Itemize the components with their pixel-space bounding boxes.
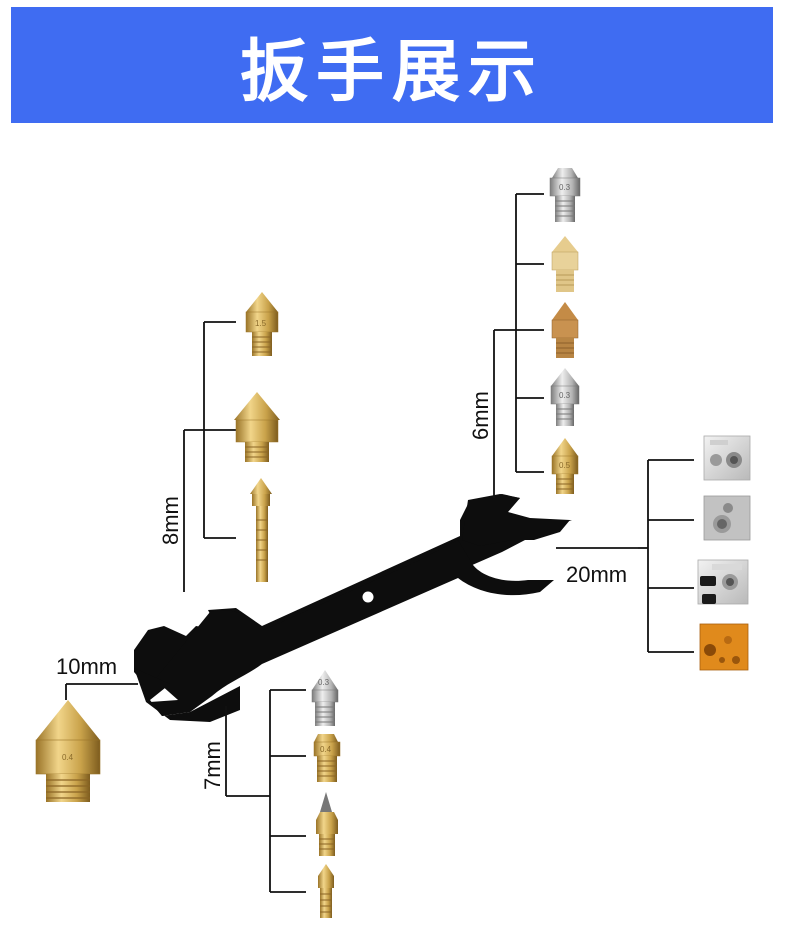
heater-block-icon	[703, 495, 751, 541]
steel-nozzle-icon: 0.3	[311, 670, 339, 726]
wrench-icon	[134, 494, 572, 722]
label-20mm: 20mm	[566, 562, 627, 587]
brass-nozzle-icon	[234, 392, 280, 462]
brass-nozzle-icon: 0.4	[35, 700, 101, 802]
brass-nozzle-icon: 0.5	[551, 438, 579, 494]
group-8mm	[183, 321, 236, 592]
label-6mm: 6mm	[468, 391, 493, 440]
heater-block-icon	[697, 559, 749, 605]
steel-nozzle-icon: 0.3	[549, 168, 581, 222]
nozzle-mark: 0.3	[559, 391, 571, 400]
nozzle-mark: 0.4	[62, 753, 74, 762]
label-8mm: 8mm	[158, 496, 183, 545]
banner-title: 扳手展示	[239, 32, 544, 112]
group-10mm	[65, 683, 138, 700]
nozzle-mark: 0.4	[320, 745, 332, 754]
nozzle-mark: 1.5	[255, 319, 267, 328]
title-banner: 扳手展示	[11, 7, 773, 123]
label-10mm: 10mm	[56, 654, 117, 679]
nozzle-mark: 0.3	[559, 183, 571, 192]
brass-nozzle-icon	[318, 864, 334, 918]
brass-nozzle-icon	[551, 236, 579, 292]
heater-block-icon	[703, 435, 751, 481]
brass-nozzle-icon: 0.4	[313, 734, 341, 782]
wrench-hole	[362, 591, 374, 603]
group-6mm	[493, 193, 544, 498]
nozzle-mark: 0.3	[318, 678, 330, 687]
nozzle-mark: 0.5	[559, 461, 571, 470]
brass-nozzle-icon: 1.5	[245, 292, 279, 356]
brass-nozzle-icon	[316, 792, 338, 856]
heater-block-icon	[699, 623, 749, 671]
group-7mm	[225, 689, 306, 893]
brass-nozzle-icon	[250, 478, 272, 582]
brass-nozzle-icon	[551, 302, 579, 358]
steel-nozzle-icon: 0.3	[550, 368, 580, 426]
label-7mm: 7mm	[200, 741, 225, 790]
group-20mm	[556, 459, 694, 653]
